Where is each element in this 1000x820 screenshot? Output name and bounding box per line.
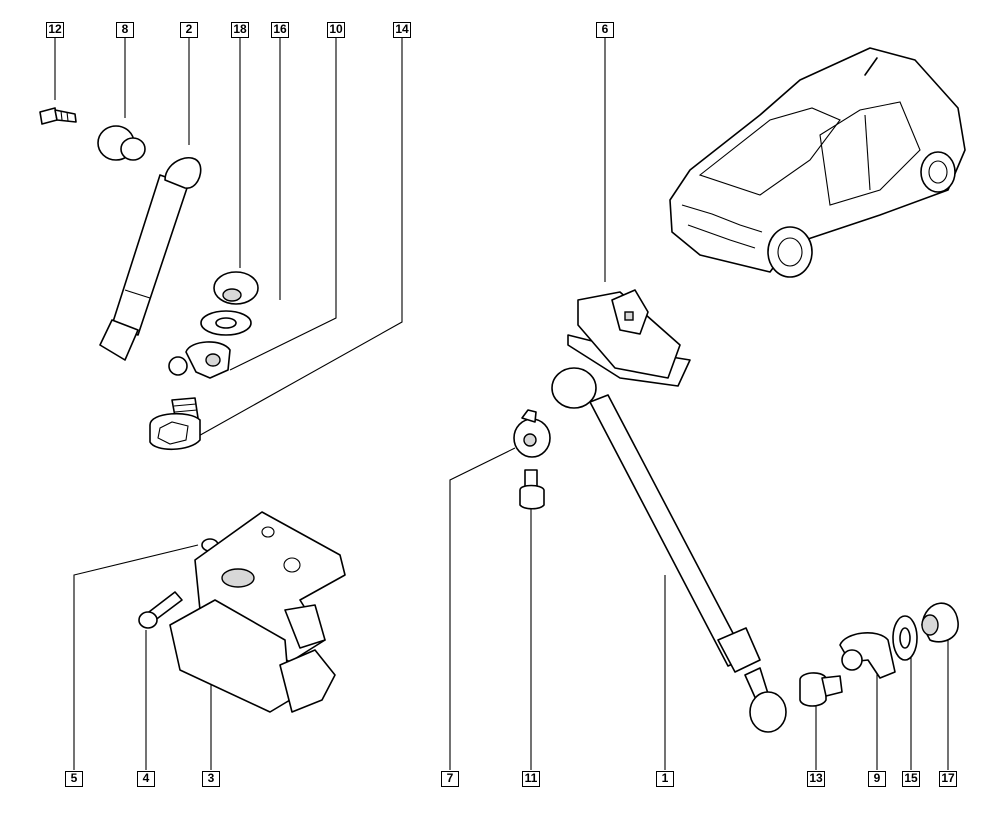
- washer-15: [892, 615, 918, 661]
- callout-17: 17: [939, 771, 957, 787]
- callout-15: 15: [902, 771, 920, 787]
- callout-4: 4: [137, 771, 155, 787]
- callout-6: 6: [596, 22, 614, 38]
- leader-lines: [54, 38, 949, 770]
- callout-18: 18: [231, 22, 249, 38]
- hex-bolt-14: [149, 397, 201, 451]
- tailgate-lock-3: [169, 511, 346, 713]
- ball-bracket-10: [168, 341, 231, 379]
- ball-cup-8: [97, 125, 146, 161]
- hex-bolt-13: [799, 672, 843, 707]
- callout-13: 13: [807, 771, 825, 787]
- callout-3: 3: [202, 771, 220, 787]
- callout-10: 10: [327, 22, 345, 38]
- callout-8: 8: [116, 22, 134, 38]
- screw-12: [39, 107, 77, 125]
- screw-11: [519, 469, 545, 510]
- gas-strut-1: [551, 367, 787, 733]
- callout-2: 2: [180, 22, 198, 38]
- callout-12: 12: [46, 22, 64, 38]
- callout-9: 9: [868, 771, 886, 787]
- callout-1: 1: [656, 771, 674, 787]
- callout-7: 7: [441, 771, 459, 787]
- screw-4: [138, 591, 183, 629]
- washer-cap-18: [213, 271, 259, 305]
- car-illustration: [669, 47, 966, 278]
- switch-6: [567, 289, 691, 387]
- cap-17: [921, 602, 959, 643]
- callout-11: 11: [522, 771, 540, 787]
- callout-5: 5: [65, 771, 83, 787]
- washer-16: [200, 310, 252, 336]
- ball-bracket-9: [839, 632, 896, 679]
- gas-strut-2: [99, 156, 202, 361]
- callout-14: 14: [393, 22, 411, 38]
- callout-16: 16: [271, 22, 289, 38]
- ball-stud-7: [513, 409, 551, 458]
